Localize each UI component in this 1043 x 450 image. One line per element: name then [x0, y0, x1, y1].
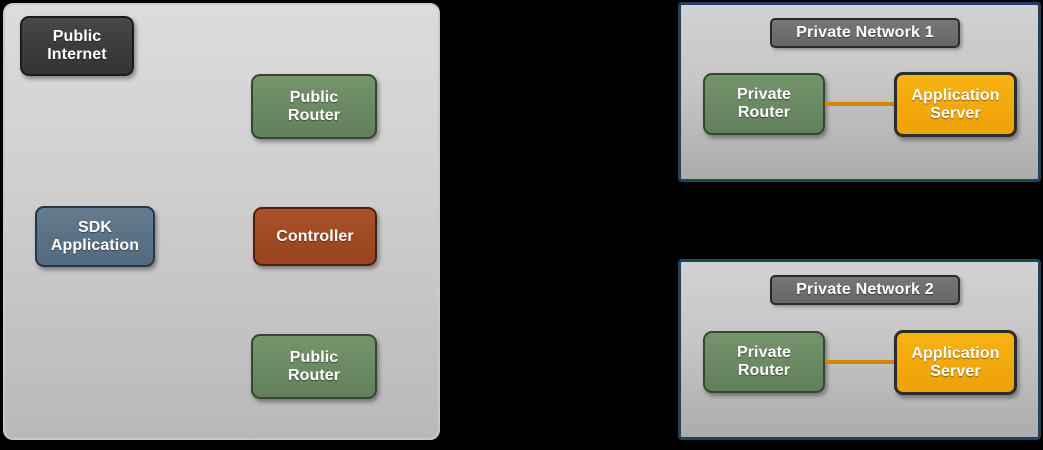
private-network-2-title-badge: Private Network 2 — [770, 275, 960, 305]
node-private-router-2[interactable]: Private Router — [703, 331, 825, 393]
private-network-1-title-badge: Private Network 1 — [770, 18, 960, 48]
public-zone-panel[interactable]: Public Internet Public Router SDK Applic… — [3, 3, 440, 440]
private-network-1-panel[interactable]: Private Network 1 Private Router Applica… — [678, 2, 1041, 182]
node-public-internet[interactable]: Public Internet — [20, 16, 134, 76]
node-controller[interactable]: Controller — [253, 207, 377, 266]
node-sdk-application[interactable]: SDK Application — [35, 206, 155, 267]
node-application-server-1[interactable]: Application Server — [894, 72, 1017, 137]
private-network-2-panel[interactable]: Private Network 2 Private Router Applica… — [678, 259, 1041, 440]
link-private-router-2-to-application-server-2 — [825, 360, 896, 364]
node-public-router-bottom[interactable]: Public Router — [251, 334, 377, 399]
node-private-router-1[interactable]: Private Router — [703, 73, 825, 135]
node-application-server-2[interactable]: Application Server — [894, 330, 1017, 395]
node-public-router-top[interactable]: Public Router — [251, 74, 377, 139]
link-private-router-1-to-application-server-1 — [825, 102, 896, 106]
